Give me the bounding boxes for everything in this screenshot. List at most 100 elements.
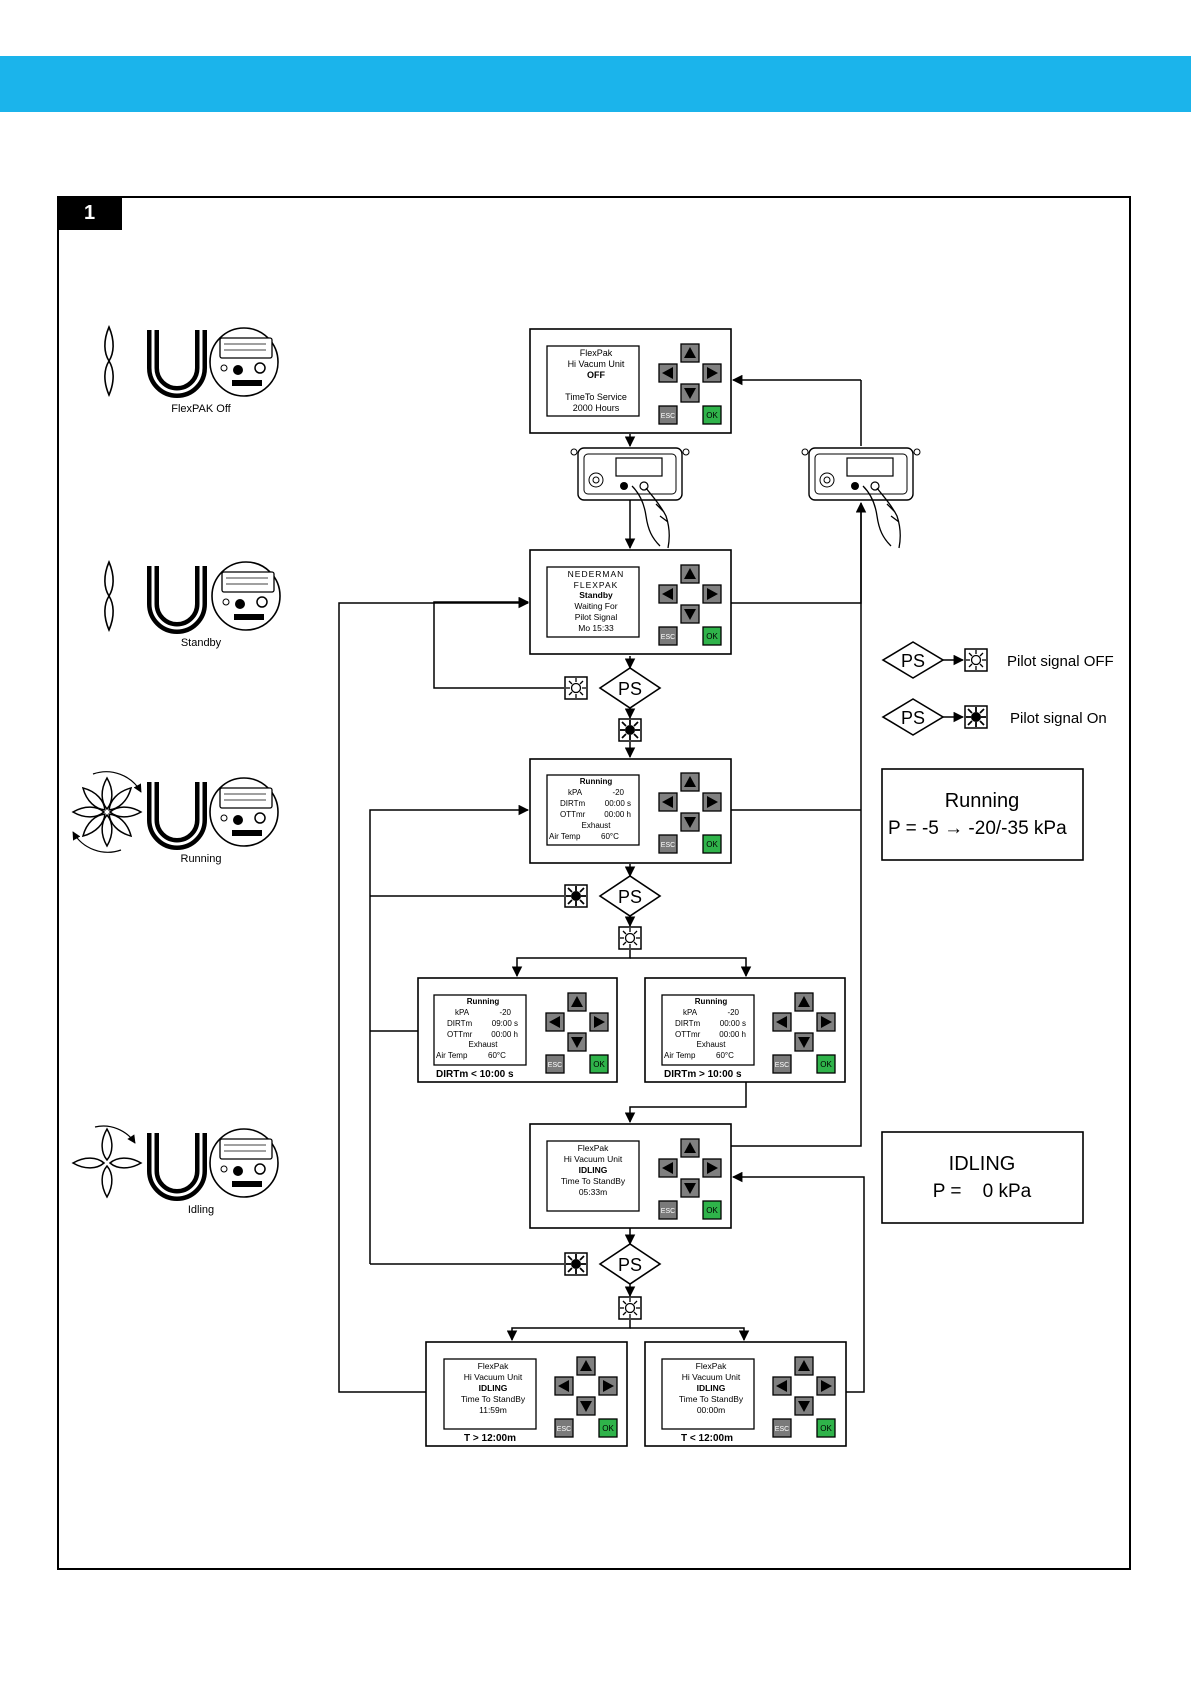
info-box-running: Running P = -5 → -20/-35 kPa (881, 768, 1084, 861)
state-label-idling: Idling (188, 1204, 214, 1216)
ok-label: OK (706, 411, 718, 420)
screen-line: 2000 Hours (573, 403, 620, 413)
screen-running-dirt-greater: Running kPA -20 DIRTm 00:00 s OTTmr 00:0… (644, 977, 846, 1083)
figure-frame (57, 196, 1131, 1570)
pilot-off-icon (564, 676, 588, 700)
pilot-on-icon (964, 705, 988, 729)
screen-line: Hi Vacum Unit (568, 359, 625, 369)
screen-caption: T < 12:00m (681, 1433, 733, 1444)
screen-line: FlexPak (578, 1143, 609, 1153)
u-tube-icon (153, 566, 201, 628)
figure-number: 1 (57, 196, 122, 230)
fan-idling-icon (72, 1125, 142, 1198)
screen-value: 60°C (601, 832, 619, 841)
screen-key: OTTmr (675, 1030, 701, 1039)
ok-key (816, 1054, 836, 1074)
decision-label: PS (618, 679, 642, 699)
screen-running-dirt-less: Running kPA -20 DIRTm 09:00 s OTTmr 00:0… (417, 977, 618, 1083)
esc-key (772, 1054, 792, 1074)
screen-key: kPA (683, 1008, 698, 1017)
screen-line: 00:00m (697, 1405, 725, 1415)
ok-key (702, 405, 722, 425)
screen-key: DIRTm (447, 1019, 473, 1028)
decision-ps-1: PS (598, 667, 662, 709)
screen-value: 00:00 h (491, 1030, 518, 1039)
info-value: P = -5 → -20/-35 kPa (888, 818, 1067, 839)
u-tube-icon (153, 782, 201, 844)
pilot-on-icon (618, 718, 642, 742)
screen-line: FlexPak (696, 1361, 727, 1371)
fan-stopped-icon (104, 326, 114, 396)
screen-key: DIRTm (560, 799, 586, 808)
screen-idling-time-less: FlexPak Hi Vacuum Unit IDLING Time To St… (644, 1341, 847, 1447)
legend-off-label: Pilot signal OFF (1007, 653, 1114, 670)
screen-value: -20 (612, 788, 624, 797)
decision-ps-3: PS (598, 1243, 662, 1285)
screen-line: Time To StandBy (679, 1394, 744, 1404)
screen-line: Hi Vacuum Unit (564, 1154, 623, 1164)
esc-label: ESC (775, 1062, 789, 1069)
screen-value: 60°C (716, 1051, 734, 1060)
screen-line: Hi Vacuum Unit (682, 1372, 741, 1382)
esc-label: ESC (775, 1426, 789, 1433)
esc-label: ESC (661, 413, 675, 420)
state-label-standby: Standby (181, 637, 222, 649)
esc-key (658, 834, 678, 854)
screen-line: IDLING (697, 1383, 726, 1393)
state-label-running: Running (181, 853, 222, 865)
esc-label: ESC (661, 1208, 675, 1215)
screen-line: Exhaust (697, 1040, 727, 1049)
screen-line: Exhaust (469, 1040, 499, 1049)
state-idling-icons: Idling (72, 1125, 279, 1216)
ok-key (816, 1418, 836, 1438)
esc-key (658, 405, 678, 425)
screen-value: 00:00 h (604, 810, 631, 819)
decision-label: PS (901, 708, 925, 728)
info-box-idling: IDLING P = 0 kPa (881, 1131, 1084, 1224)
screen-caption: DIRTm < 10:00 s (436, 1069, 514, 1080)
u-tube-icon (153, 330, 201, 392)
screen-key: Air Temp (549, 832, 581, 841)
esc-label: ESC (548, 1062, 562, 1069)
screen-line: 11:59m (479, 1405, 507, 1415)
pilot-on-icon (564, 1252, 588, 1276)
pilot-off-icon (618, 1296, 642, 1320)
ok-label: OK (706, 840, 718, 849)
screen-key: kPA (568, 788, 583, 797)
screen-value: -20 (727, 1008, 739, 1017)
screen-line: Time To StandBy (561, 1176, 626, 1186)
pilot-off-icon (964, 648, 988, 672)
screen-line: TimeTo Service (565, 392, 627, 402)
screen-line: FLEXPAK (574, 580, 619, 590)
screen-line: 05:33m (579, 1187, 607, 1197)
screen-key: kPA (455, 1008, 470, 1017)
screen-idling: FlexPak Hi Vacuum Unit IDLING Time To St… (529, 1123, 732, 1229)
esc-key (545, 1054, 565, 1074)
screen-line: NEDERMAN (568, 569, 625, 579)
ok-label: OK (820, 1424, 832, 1433)
decision-label: PS (618, 887, 642, 907)
screen-key: OTTmr (560, 810, 586, 819)
screen-title: Running (467, 997, 500, 1006)
screen-key: Air Temp (436, 1051, 468, 1060)
legend-on-label: Pilot signal On (1010, 710, 1107, 727)
screen-off: FlexPak Hi Vacum Unit OFF TimeTo Service… (529, 328, 732, 434)
screen-value: 60°C (488, 1051, 506, 1060)
screen-running: Running kPA -20 DIRTm 00:00 s OTTmr 00:0… (529, 758, 732, 864)
state-running-icons: Running (72, 771, 279, 865)
screen-idling-time-greater: FlexPak Hi Vacuum Unit IDLING Time To St… (425, 1341, 628, 1447)
screen-line: Time To StandBy (461, 1394, 526, 1404)
legend-pilot-on: PS Pilot signal On (881, 698, 1107, 736)
state-standby-icons: Standby (104, 561, 281, 649)
control-panel-icon (209, 1128, 279, 1198)
screen-line: Waiting For (574, 601, 617, 611)
control-panel-icon (211, 561, 281, 631)
info-title: IDLING (949, 1153, 1016, 1175)
screen-line: IDLING (479, 1383, 508, 1393)
esc-label: ESC (557, 1426, 571, 1433)
header-band (0, 56, 1191, 112)
ok-key (589, 1054, 609, 1074)
info-title: Running (945, 790, 1020, 812)
esc-key (772, 1418, 792, 1438)
pilot-off-icon (618, 926, 642, 950)
